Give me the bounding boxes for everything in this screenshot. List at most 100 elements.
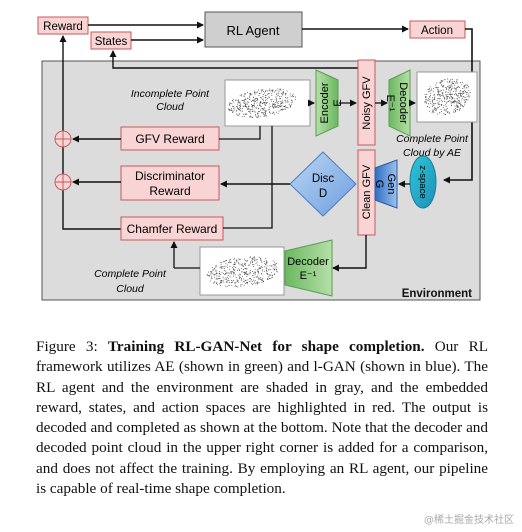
- point-dot: [236, 269, 238, 271]
- point-dot: [455, 111, 457, 113]
- point-dot: [265, 97, 267, 99]
- point-dot: [247, 107, 249, 109]
- point-dot: [233, 109, 235, 111]
- point-dot: [251, 104, 253, 105]
- point-dot: [455, 101, 457, 103]
- point-dot: [249, 109, 251, 110]
- point-dot: [457, 94, 459, 96]
- point-dot: [239, 106, 241, 108]
- point-dot: [462, 88, 464, 90]
- point-dot: [241, 263, 243, 265]
- point-dot: [463, 92, 465, 94]
- point-dot: [262, 88, 264, 90]
- point-dot: [456, 105, 458, 107]
- point-dot: [210, 278, 212, 280]
- point-dot: [250, 116, 252, 118]
- point-dot: [249, 271, 251, 273]
- point-dot: [244, 279, 246, 281]
- point-dot: [260, 268, 261, 270]
- point-dot: [285, 106, 287, 108]
- point-dot: [265, 262, 267, 263]
- point-dot: [226, 280, 228, 282]
- point-dot: [442, 107, 444, 109]
- point-dot: [453, 83, 454, 85]
- point-dot: [239, 104, 241, 106]
- point-dot: [220, 268, 222, 270]
- point-dot: [266, 270, 268, 272]
- point-dot: [241, 278, 243, 280]
- point-dot: [451, 85, 453, 87]
- point-dot: [463, 102, 465, 104]
- point-dot: [425, 97, 427, 99]
- point-dot: [267, 94, 269, 95]
- point-dot: [440, 81, 442, 83]
- point-dot: [459, 89, 461, 91]
- point-dot: [249, 281, 250, 283]
- point-dot: [260, 109, 261, 111]
- point-dot: [446, 96, 448, 98]
- point-dot: [245, 114, 247, 116]
- point-dot: [237, 114, 239, 116]
- point-dot: [441, 94, 443, 96]
- point-dot: [458, 100, 460, 102]
- point-dot: [261, 91, 263, 93]
- point-dot: [453, 99, 455, 101]
- clean-gfv-label: Clean GFV: [361, 164, 373, 219]
- point-dot: [272, 105, 274, 107]
- point-dot: [269, 111, 271, 113]
- point-dot: [211, 277, 213, 279]
- point-dot: [213, 282, 215, 284]
- figure-caption: Figure 3: Training RL-GAN-Net for shape …: [36, 337, 488, 499]
- point-dot: [236, 261, 238, 263]
- point-dot: [274, 274, 276, 276]
- point-dot: [433, 107, 435, 109]
- point-dot: [435, 86, 437, 88]
- point-dot: [274, 264, 276, 266]
- states-node-label: States: [95, 36, 128, 48]
- complete-ae-point-cloud-image: [416, 71, 478, 123]
- point-dot: [448, 99, 450, 101]
- point-dot: [230, 272, 232, 274]
- point-dot: [232, 281, 234, 283]
- point-dot: [279, 88, 281, 90]
- complete-ae-label-2: Cloud by AE: [403, 147, 462, 159]
- point-dot: [451, 87, 453, 89]
- point-dot: [460, 82, 462, 83]
- point-dot: [257, 264, 259, 266]
- point-dot: [214, 268, 216, 269]
- point-dot: [250, 280, 252, 282]
- point-dot: [426, 93, 428, 95]
- point-dot: [252, 260, 253, 262]
- point-dot: [466, 96, 468, 98]
- point-dot: [237, 286, 239, 288]
- point-dot: [436, 113, 438, 115]
- point-dot: [248, 101, 250, 103]
- point-dot: [445, 110, 447, 112]
- point-dot: [455, 110, 457, 112]
- point-dot: [235, 100, 237, 102]
- point-dot: [448, 86, 450, 88]
- point-dot: [255, 271, 257, 273]
- point-dot: [260, 277, 262, 279]
- point-dot: [242, 266, 244, 268]
- point-dot: [284, 104, 286, 106]
- point-dot: [428, 99, 430, 101]
- point-dot: [432, 104, 434, 106]
- point-dot: [455, 88, 457, 90]
- point-dot: [452, 91, 454, 93]
- point-dot: [269, 264, 271, 266]
- point-dot: [458, 93, 460, 94]
- point-dot: [240, 274, 241, 276]
- point-dot: [456, 88, 458, 90]
- point-dot: [461, 99, 463, 101]
- point-dot: [235, 277, 237, 279]
- point-dot: [448, 87, 450, 89]
- point-dot: [452, 96, 454, 98]
- point-dot: [266, 273, 268, 275]
- point-dot: [227, 274, 229, 276]
- point-dot: [278, 94, 279, 96]
- point-dot: [450, 95, 452, 97]
- point-dot: [271, 112, 273, 114]
- point-dot: [431, 99, 433, 101]
- environment-label: Environment: [402, 288, 472, 300]
